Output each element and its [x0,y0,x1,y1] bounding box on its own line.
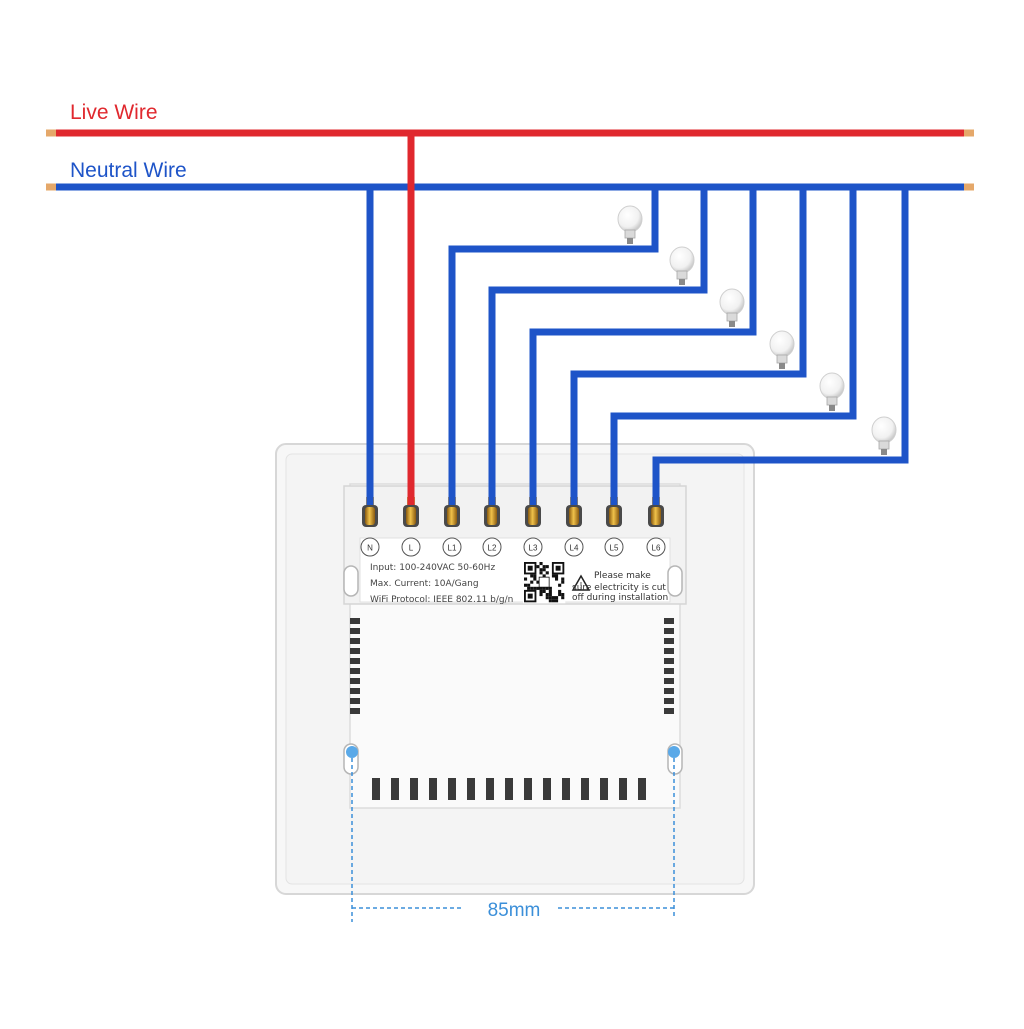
spec-text: Input: 100-240VAC 50-60Hz Max. Current: … [370,563,513,605]
terminal-label-ring [442,537,462,557]
vent-slot [448,778,456,800]
dimension-marker: 85mm [346,746,680,922]
bulb-icon [819,372,845,411]
bulb-icon [871,416,897,455]
terminal-label: L1 [448,544,457,553]
vent-slot [350,668,360,674]
terminal-label: L3 [529,544,538,553]
vent-slot [350,618,360,624]
vent-slot [664,678,674,684]
spec-protocol: WiFi Protocol: IEEE 802.11 b/g/n [370,595,513,605]
terminal-label-ring [401,537,421,557]
bulbs [617,205,897,455]
neutral-wire-tip-right [964,183,974,191]
vent-slot [391,778,399,800]
terminal-label: N [367,544,373,553]
neutral-wire-label: Neutral Wire [70,159,187,182]
terminal-label: L5 [610,544,619,553]
vent-slot [350,628,360,634]
vent-slot [664,708,674,714]
dimension-point-left [346,746,358,758]
spec-current: Max. Current: 10A/Gang [370,579,479,589]
terminal-label-ring [523,537,543,557]
load-wire-l1 [448,187,659,505]
warning-icon [571,574,591,591]
load-wire-l2 [488,187,708,505]
load-wire-l6 [652,187,909,505]
wires [46,129,974,505]
vent-slot [664,668,674,674]
warning-line-2: sure electricity is cut [572,583,666,593]
terminal-label-ring [360,537,380,557]
live-wire-label: Live Wire [70,101,158,124]
vent-slot [350,658,360,664]
terminal-screw [648,497,664,527]
dimension-point-right [668,746,680,758]
load-wire-l5 [610,187,857,505]
vent-slot [600,778,608,800]
warning-mark: ! [580,581,582,590]
vent-slot [562,778,570,800]
vent-slot [467,778,475,800]
vent-slot [410,778,418,800]
terminal-label-ring [646,537,666,557]
terminal-label: L2 [488,544,497,553]
switch-body: N L L1 L2 L3 L4 L5 L6 [275,443,755,895]
vent-slot [429,778,437,800]
vent-slot [664,628,674,634]
side-vents [350,618,674,714]
terminal-label: L4 [570,544,579,553]
terminal-label: L6 [652,544,661,553]
vent-slot [664,648,674,654]
vent-slot [350,688,360,694]
vent-slot [505,778,513,800]
vent-slot [619,778,627,800]
bulb-icon [719,288,745,327]
qr-code-icon [523,561,566,604]
bulb-icon [769,330,795,369]
live-wire-tip-left [46,129,56,137]
vent-slot [664,698,674,704]
vent-slot [664,638,674,644]
vent-slot [350,698,360,704]
vent-slot [664,618,674,624]
vent-slot [350,648,360,654]
neutral-wire-tip-left [46,183,56,191]
live-wire-tip-right [964,129,974,137]
vent-slot [581,778,589,800]
warning-line-1: Please make [594,571,651,581]
bottom-vents [372,778,646,800]
vent-slot [350,638,360,644]
vent-slot [543,778,551,800]
vent-slot [524,778,532,800]
warning-notice: ! Please make sure electricity is cut of… [571,571,668,603]
terminal-screw [566,497,582,527]
bulb-icon [669,246,695,285]
spec-input: Input: 100-240VAC 50-60Hz [370,563,495,573]
warning-line-3: off during installation [572,593,668,603]
vent-slot [350,678,360,684]
vent-slot [486,778,494,800]
vent-slot [638,778,646,800]
load-wire-l3 [529,187,757,505]
terminal-labels: N L L1 L2 L3 L4 L5 L6 [360,537,666,557]
vent-slot [664,688,674,694]
vent-slot [372,778,380,800]
mount-slot-left-top [343,565,359,597]
terminal-label-ring [604,537,624,557]
vent-slot [350,708,360,714]
load-wire-l4 [570,187,807,505]
mount-slot-right-top [667,565,683,597]
bulb-icon [617,205,643,244]
vent-slot [664,658,674,664]
dimension-label: 85mm [488,900,541,921]
terminal-label-ring [564,537,584,557]
terminal-label-ring [482,537,502,557]
terminal-label: L [409,544,414,553]
